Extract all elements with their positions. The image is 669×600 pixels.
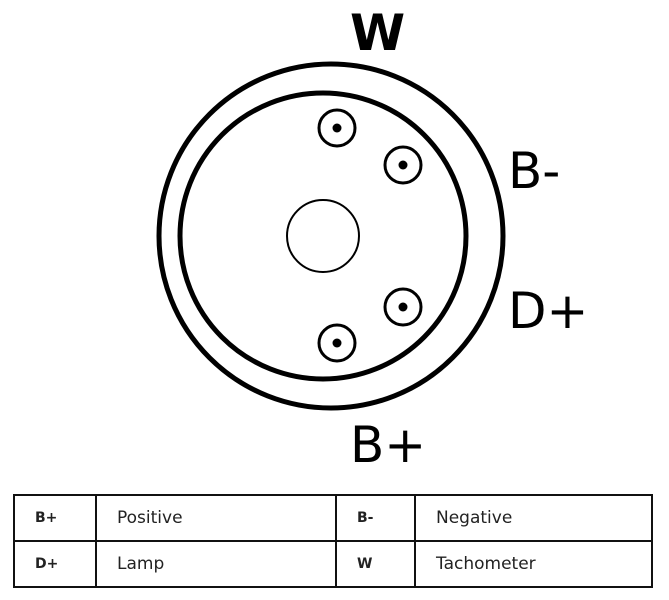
terminal-b-plus [317,323,357,363]
terminal-d-plus [383,287,423,327]
legend-code: D+ [13,540,97,588]
legend-description: Positive [95,494,337,542]
legend-code: B- [335,494,416,542]
terminal-w [317,108,357,148]
legend-description: Negative [414,494,653,542]
center-hole [286,199,360,273]
outer-housing-circle [156,61,506,411]
label-b-minus: B- [508,142,560,200]
terminal-b-minus [383,145,423,185]
label-d-plus: D+ [508,282,588,340]
inner-plate-circle [177,90,469,382]
legend-code: W [335,540,416,588]
legend-description: Lamp [95,540,337,588]
terminal-legend-table: B+ Positive B- Negative D+ Lamp W Tachom… [13,494,653,588]
table-row: B+ Positive B- Negative [13,494,653,542]
label-w: W [350,4,405,62]
alternator-connector-diagram: W B- D+ B+ [156,4,588,474]
legend-code: B+ [13,494,97,542]
label-b-plus: B+ [350,416,426,474]
legend-description: Tachometer [414,540,653,588]
table-row: D+ Lamp W Tachometer [13,540,653,588]
